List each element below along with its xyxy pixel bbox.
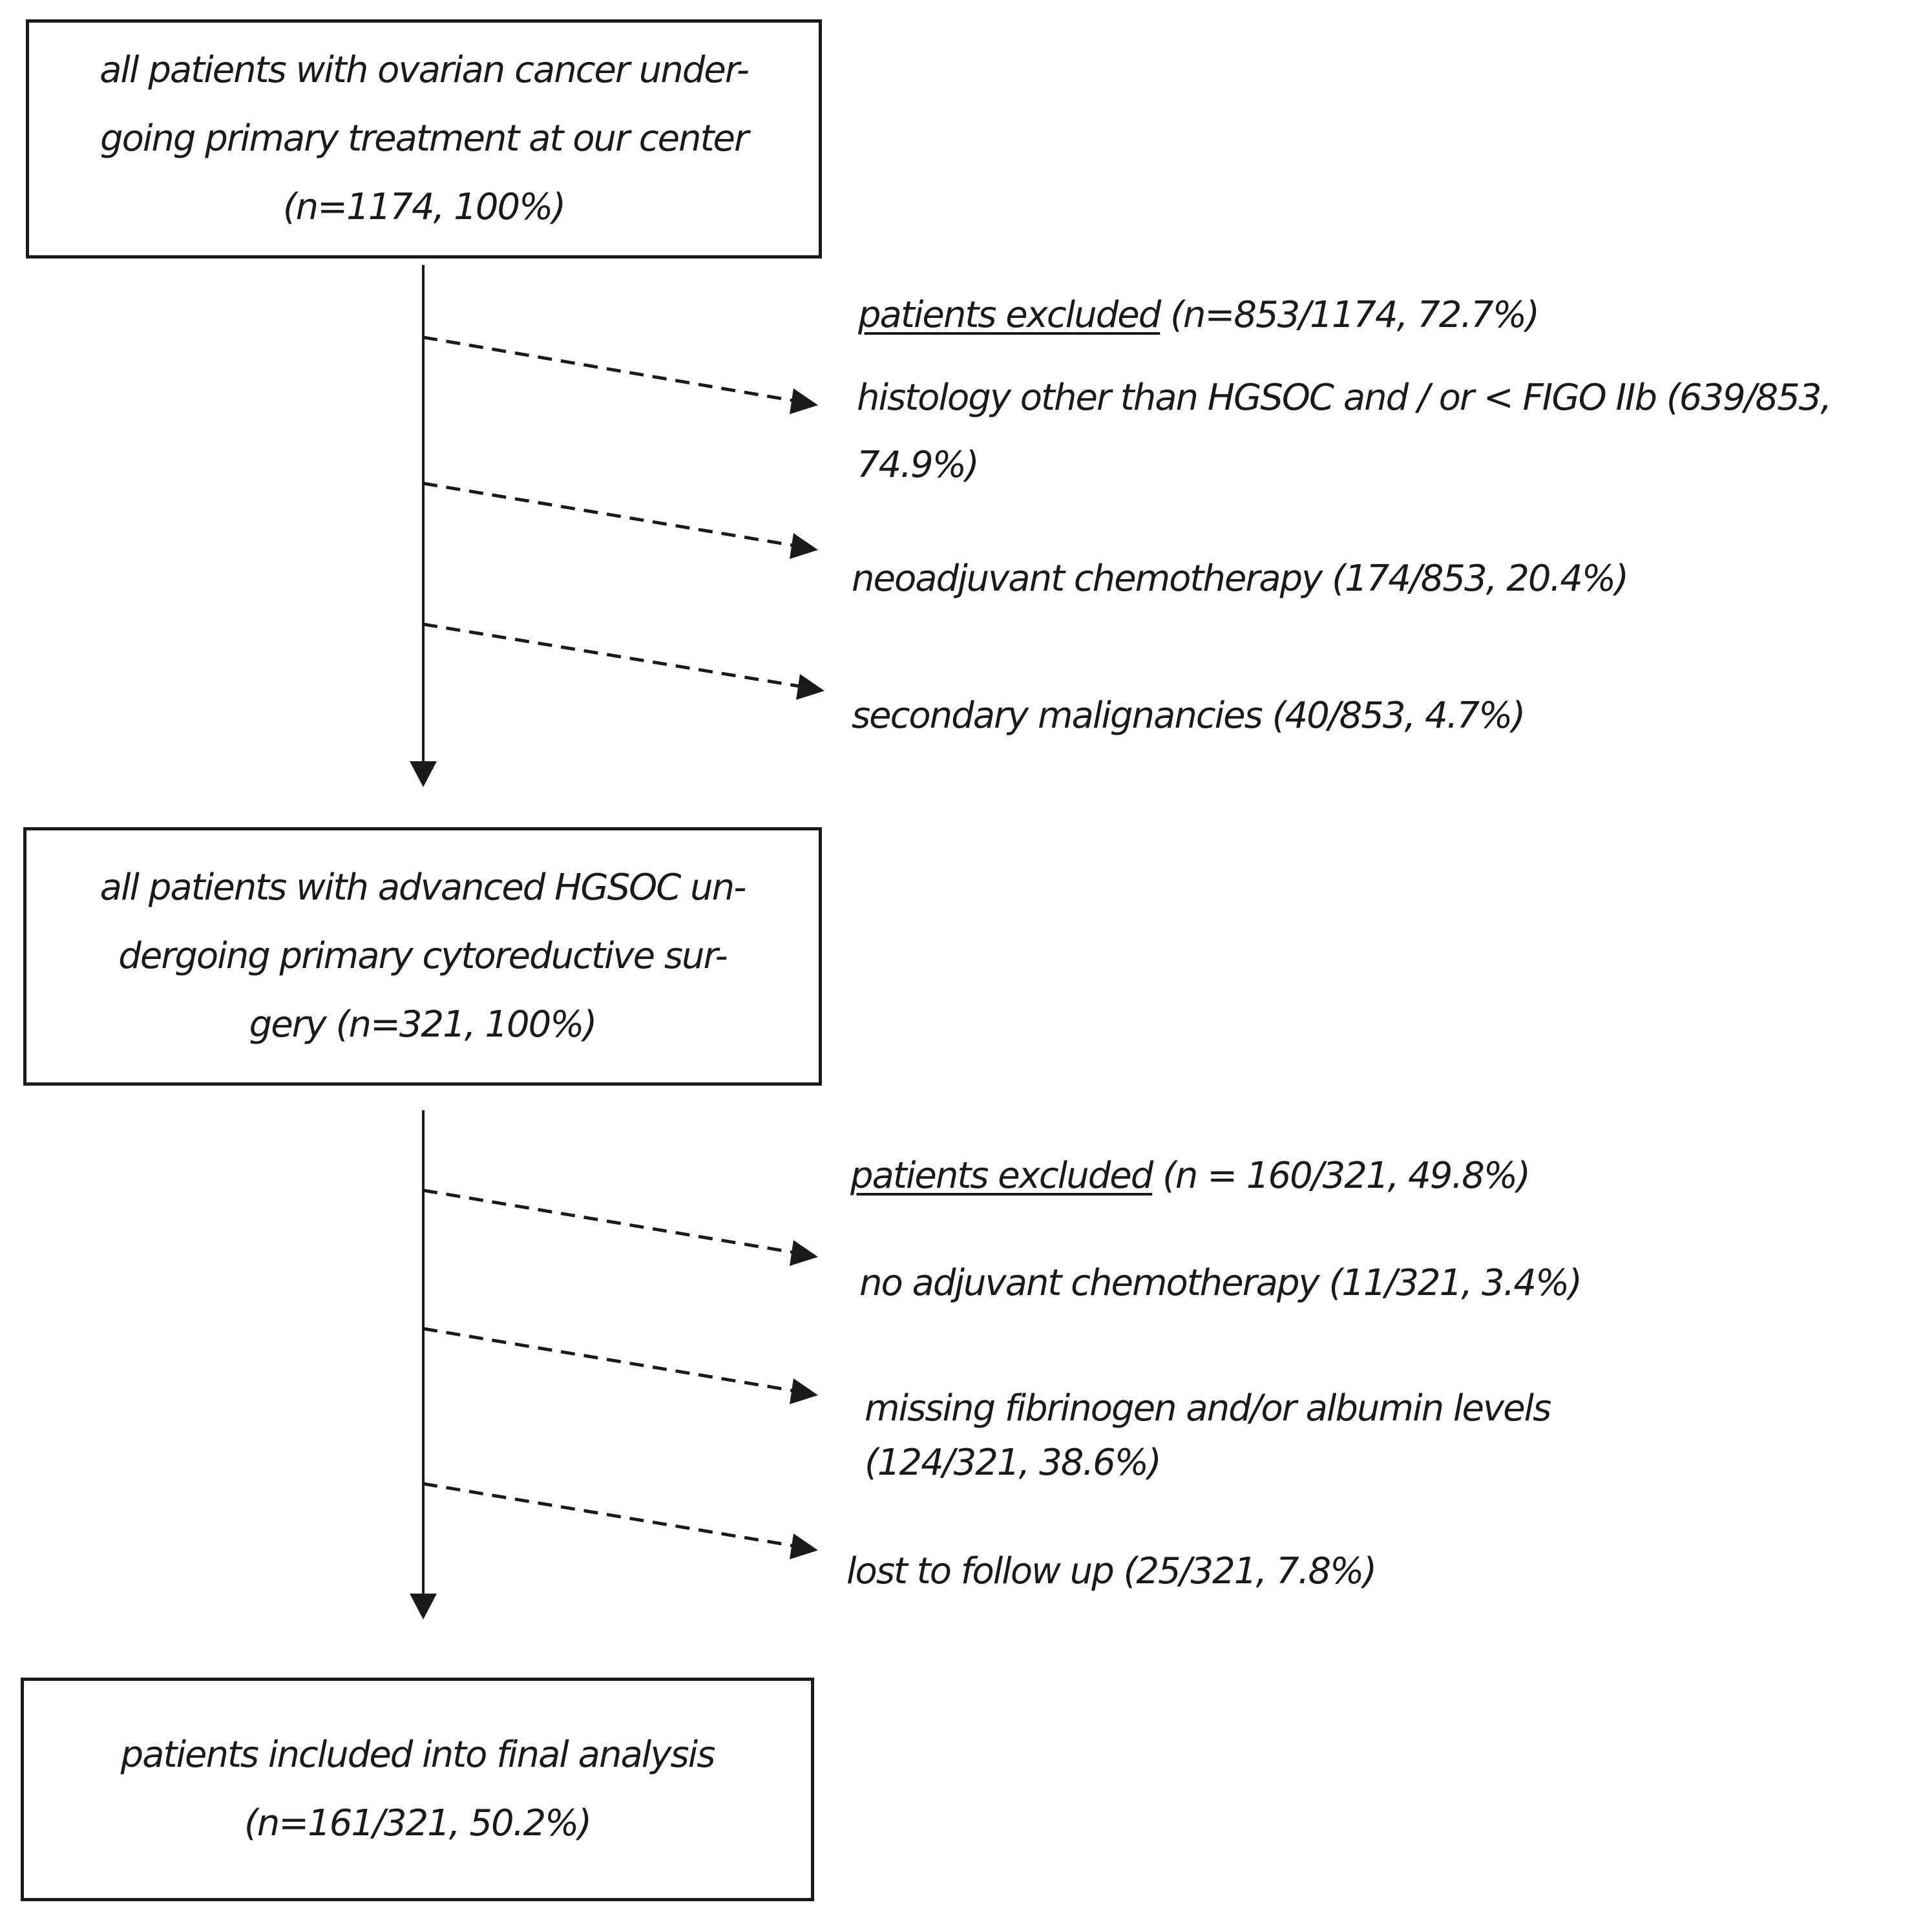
exclusion1-item-histology-cont: 74.9%) bbox=[857, 444, 980, 486]
flow-arrowhead-2 bbox=[410, 1594, 437, 1619]
box1-line1: all patients with ovarian cancer under- bbox=[100, 49, 750, 91]
exclusion-arrow-neoadjuvant bbox=[423, 481, 802, 549]
exclusion-arrowhead-missing-levels bbox=[790, 1378, 818, 1404]
box3-line1: patients included into final analysis bbox=[120, 1734, 716, 1776]
exclusion2-item-no-adjuvant: no adjuvant chemotherapy (11/321, 3.4%) bbox=[859, 1262, 1582, 1304]
box1-line3: (n=1174, 100%) bbox=[282, 186, 566, 228]
box-final-analysis: patients included into final analysis (n… bbox=[21, 1678, 814, 1901]
exclusion2-heading-count: (n = 160/321, 49.8%) bbox=[1162, 1155, 1531, 1197]
exclusion-arrowhead-secondary bbox=[796, 674, 824, 700]
box3-line2: (n=161/321, 50.2%) bbox=[244, 1802, 592, 1844]
exclusion-arrow-missing-levels bbox=[423, 1327, 802, 1394]
exclusion1-item-secondary: secondary malignancies (40/853, 4.7%) bbox=[852, 695, 1526, 737]
exclusion1-heading: patients excluded (n=853/1174, 72.7%) bbox=[858, 288, 1540, 342]
box1-line2: going primary treatment at our center bbox=[100, 118, 749, 160]
exclusion-arrowhead-histology bbox=[790, 388, 818, 414]
exclusion2-item-missing-levels: missing fibrinogen and/or albumin levels bbox=[865, 1387, 1551, 1429]
exclusion-arrowhead-lost-follow-up bbox=[790, 1533, 818, 1559]
exclusion1-item-neoadjuvant: neoadjuvant chemotherapy (174/853, 20.4%… bbox=[852, 558, 1629, 600]
exclusion2-item-lost-follow-up: lost to follow up (25/321, 7.8%) bbox=[846, 1550, 1377, 1592]
exclusion1-heading-count: (n=853/1174, 72.7%) bbox=[1170, 294, 1540, 336]
box-all-ovarian-cancer-patients: all patients with ovarian cancer under- … bbox=[26, 19, 822, 258]
exclusion-arrowhead-neoadjuvant bbox=[790, 533, 818, 559]
exclusion-arrow-no-adjuvant bbox=[423, 1188, 802, 1256]
exclusion-arrow-histology bbox=[423, 335, 802, 404]
exclusion-arrow-lost-follow-up bbox=[423, 1482, 802, 1549]
box2-line2: dergoing primary cytoreductive sur- bbox=[118, 935, 728, 977]
exclusion2-item-missing-levels-cont: (124/321, 38.6%) bbox=[865, 1442, 1162, 1484]
exclusion-arrow-secondary bbox=[423, 622, 808, 690]
exclusion1-item-histology: histology other than HGSOC and / or < FI… bbox=[857, 377, 1832, 419]
exclusion1-heading-label: patients excluded bbox=[858, 294, 1161, 336]
exclusion-arrowhead-no-adjuvant bbox=[790, 1240, 818, 1266]
exclusion2-heading: patients excluded (n = 160/321, 49.8%) bbox=[850, 1149, 1531, 1203]
box2-line1: all patients with advanced HGSOC un- bbox=[100, 867, 747, 909]
box-advanced-hgsoc-patients: all patients with advanced HGSOC un- der… bbox=[23, 827, 822, 1086]
flow-arrowhead-1 bbox=[410, 761, 437, 787]
box2-line3: gery (n=321, 100%) bbox=[249, 1004, 598, 1046]
exclusion2-heading-label: patients excluded bbox=[850, 1155, 1153, 1197]
